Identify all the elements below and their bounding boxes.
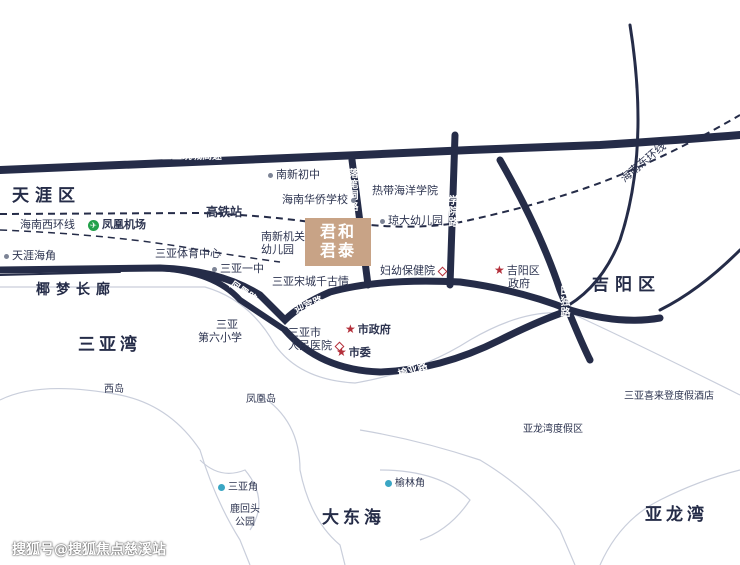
label-luohua-road: 落笔洞路 [346, 168, 357, 212]
airplane-icon: ✈ [88, 219, 99, 231]
poi-tianya-haijiao: 天涯海角 [4, 249, 56, 262]
label-xueyuan-road: 学院路 [446, 195, 457, 228]
poi-label: 凤凰机场 [102, 218, 146, 231]
rail-line [0, 114, 740, 228]
poi-qiongda-kindergarten: 琼大幼儿园 [380, 214, 443, 227]
poi-nanxin-middle: 南新初中 [268, 168, 320, 181]
poi-jiyang-gov: ★吉阳区政府 [494, 263, 540, 291]
poi-xidao: 西岛 [104, 383, 124, 396]
rail-branch [0, 229, 281, 263]
poi-yulin-jiao: 榆林角 [385, 477, 425, 490]
poi-label: 凤凰岛 [246, 394, 276, 405]
poi-sanya-no1: 三亚一中 [212, 262, 264, 275]
location-pin-icon [385, 479, 392, 487]
east-curve-road [558, 23, 640, 312]
poi-label: 榆林角 [395, 478, 425, 489]
poi-label: 政府 [508, 277, 530, 290]
poi-label: 妇幼保健院 [380, 264, 435, 277]
poi-label: 天涯海角 [12, 249, 56, 262]
ring-expressway [0, 131, 740, 174]
poi-sheraton: 三亚喜来登度假酒店 [624, 390, 714, 403]
fenghuang-road [157, 265, 288, 333]
sea-sanya-bay: 三亚湾 [78, 335, 141, 355]
project-marker[interactable]: 君和 君泰 [305, 218, 371, 266]
poi-label: 市政府 [357, 323, 391, 336]
poi-city-gov: ★市政府 [345, 322, 391, 337]
poi-people-hospital: 三亚市人民医院 [288, 326, 345, 352]
label-ring-expressway: 三亚绕城高速 [162, 151, 222, 162]
poi-redai-ocean: 热带海洋学院 [372, 184, 438, 197]
railways [0, 114, 740, 263]
poi-maternal: 妇幼保健院 [380, 264, 448, 277]
poi-label: 鹿回头 [230, 504, 260, 515]
poi-label: 三亚角 [228, 482, 258, 493]
poi-songcheng: 三亚宋城千古情 [272, 275, 349, 288]
poi-label: 南新机关 [261, 230, 305, 243]
label-hainan-west-ring: 海南西环线 [20, 218, 75, 231]
poi-label: 三亚一中 [220, 262, 264, 275]
poi-label: 南新初中 [276, 168, 320, 181]
poi-huaqiao: 海南华侨学校 [282, 193, 359, 206]
poi-dot-icon [380, 218, 385, 224]
poi-dot-icon [351, 197, 356, 203]
coastline [0, 286, 740, 565]
xueyuan-road [446, 131, 459, 289]
poi-dot-icon [4, 253, 9, 259]
poi-label: 吉阳区 [506, 264, 540, 277]
poi-dot-icon [212, 266, 217, 272]
poi-label: 三亚 [216, 318, 238, 331]
poi-fenghuang-airport: ✈凤凰机场 [88, 218, 146, 231]
poi-yalong-resort: 亚龙湾度假区 [523, 423, 583, 436]
district-jiyang: 吉阳区 [592, 275, 661, 295]
poi-luhuitou: 鹿回头公园 [230, 503, 260, 529]
label-tianxiong-road: 田独路 [558, 285, 569, 318]
district-tianya: 天涯区 [12, 186, 81, 206]
poi-label: 海南华侨学校 [282, 193, 348, 206]
poi-label: 三亚市 [288, 326, 321, 339]
government-star-icon: ★ [345, 322, 356, 336]
poi-label: 琼大幼儿园 [388, 214, 443, 227]
poi-label: 三亚喜来登度假酒店 [624, 391, 714, 402]
poi-dot-icon [268, 172, 273, 178]
poi-fenghuang-island: 凤凰岛 [246, 393, 276, 406]
yuya-road [281, 306, 574, 376]
tianxiong-road [496, 156, 594, 364]
government-star-icon: ★ [336, 345, 347, 359]
poi-nanxin-kindergarten: 南新机关幼儿园 [261, 230, 305, 256]
watermark: 搜狐号@搜狐焦点慈溪站 [12, 542, 166, 558]
poi-label: 人民医院 [288, 339, 332, 352]
poi-label: 三亚体育中心 [155, 247, 221, 260]
poi-label: 市委 [348, 346, 371, 359]
poi-label: 高铁站 [206, 205, 243, 219]
project-name-2: 君泰 [319, 241, 356, 260]
poi-sports-center: 三亚体育中心 [155, 247, 221, 260]
poi-gaotie: 高铁站 [206, 206, 242, 219]
poi-label: 幼儿园 [261, 243, 294, 256]
poi-label: 西岛 [104, 384, 124, 395]
sea-yalong-bay: 亚龙湾 [645, 505, 708, 525]
project-name-1: 君和 [319, 222, 356, 241]
poi-label: 热带海洋学院 [372, 184, 438, 197]
poi-sixth-primary: 三亚第六小学 [198, 318, 242, 344]
east-branch-road [658, 248, 740, 312]
coast-road [0, 271, 121, 276]
poi-city-committee: ★市委 [336, 345, 371, 360]
road-network [0, 23, 740, 376]
sea-dadonghai: 大东海 [322, 508, 385, 528]
hospital-icon [437, 266, 448, 276]
location-pin-icon [218, 483, 225, 491]
poi-label: 第六小学 [198, 331, 242, 344]
poi-label: 公园 [235, 517, 255, 528]
poi-label: 三亚宋城千古情 [272, 275, 349, 288]
government-star-icon: ★ [494, 263, 505, 277]
area-yemeng: 椰梦长廊 [36, 282, 116, 298]
poi-label: 亚龙湾度假区 [523, 424, 583, 435]
poi-sanyajiao: 三亚角 [218, 481, 258, 494]
